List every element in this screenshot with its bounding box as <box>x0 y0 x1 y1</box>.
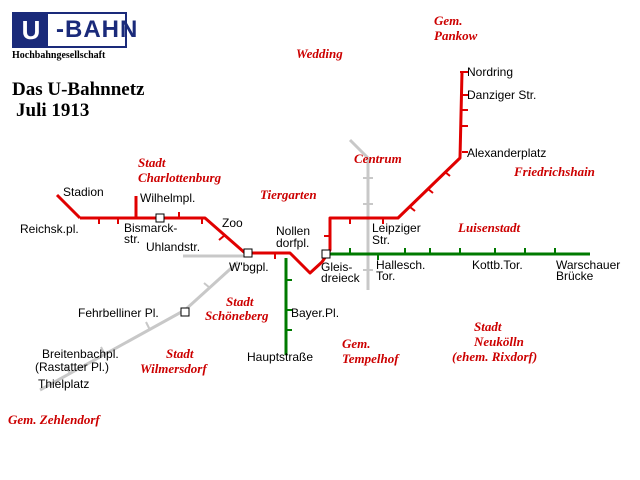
district-pankow-2: Pankow <box>434 28 478 43</box>
interchange-wittenbergpl <box>243 248 253 258</box>
district-wedding: Wedding <box>296 46 343 61</box>
district-tempelhof-1: Gem. <box>342 336 371 351</box>
station-fehrbelliner: Fehrbelliner Pl. <box>78 306 159 320</box>
station-zoo: Zoo <box>222 216 243 230</box>
station-uhlandstr: Uhlandstr. <box>146 240 201 254</box>
district-luisenstadt: Luisenstadt <box>458 220 521 235</box>
district-wilmersdorf-2: Wilmersdorf <box>140 361 207 376</box>
station-bismarckstr-1: Bismarck- <box>124 221 178 235</box>
logo-frame <box>12 12 127 48</box>
station-reichskpl: Reichsk.pl. <box>20 222 79 236</box>
district-tiergarten: Tiergarten <box>260 187 317 202</box>
logo-letter: U <box>14 14 48 46</box>
south-lines <box>284 252 590 355</box>
district-centrum: Centrum <box>354 151 402 166</box>
district-friedrichshain: Friedrichshain <box>514 164 595 179</box>
stadion-branch <box>55 193 82 220</box>
station-leipziger-2: Str. <box>372 233 391 247</box>
planned-ticks <box>65 177 373 375</box>
station-nollendorfpl-1: Nollen <box>276 224 311 238</box>
district-wilmersdorf-1: Stadt <box>166 346 194 361</box>
district-charlottenburg-2: Charlottenburg <box>138 170 222 185</box>
main-line <box>55 71 464 275</box>
station-hauptstrasse: Hauptstraße <box>247 350 314 364</box>
spur-planned <box>348 138 370 160</box>
map-date: Juli 1913 <box>16 100 90 121</box>
district-tempelhof-2: Tempelhof <box>342 351 399 366</box>
station-hallesch-2: Tor. <box>376 269 396 283</box>
district-charlottenburg-1: Stadt <box>138 155 166 170</box>
main-ticks <box>98 71 468 259</box>
station-nollendorfpl-2: dorfpl. <box>276 236 310 250</box>
station-warschauer-2: Brücke <box>556 269 594 283</box>
station-danziger: Danziger Str. <box>467 88 537 102</box>
interchange-wilhelmpl <box>155 213 165 223</box>
interchange-gleisdreieck <box>321 249 331 259</box>
logo-word: -BAHN <box>56 16 139 43</box>
station-stadion: Stadion <box>63 185 104 199</box>
interchange-fehrbelliner <box>180 307 190 317</box>
main-trunk <box>80 71 464 275</box>
station-gleisdreieck-1: Gleis- <box>321 260 353 274</box>
station-gleisdreieck-2: dreieck <box>321 271 360 285</box>
district-pankow-1: Gem. <box>434 13 463 28</box>
station-kottbtor: Kottb.Tor. <box>472 258 523 272</box>
station-hallesch-1: Hallesch. <box>376 258 426 272</box>
district-neukoelln-3: (ehem. Rixdorf) <box>452 349 538 364</box>
station-breitenbach-1: Breitenbachpl. <box>42 347 119 361</box>
station-bayerpl: Bayer.Pl. <box>291 306 340 320</box>
map-title: Das U-Bahnnetz <box>12 79 145 100</box>
station-thielplatz: Thielplatz <box>38 377 90 391</box>
district-schoeneberg-1: Stadt <box>226 294 254 309</box>
station-nordring: Nordring <box>467 65 514 79</box>
station-breitenbach-2: (Rastatter Pl.) <box>35 360 110 374</box>
station-alexanderplatz: Alexanderplatz <box>467 146 547 160</box>
station-leipziger-1: Leipziger <box>372 221 421 235</box>
station-bismarckstr-2: str. <box>124 232 141 246</box>
district-schoeneberg-2: Schöneberg <box>205 308 269 323</box>
district-neukoelln-1: Stadt <box>474 319 502 334</box>
interchanges <box>155 213 331 317</box>
station-wittenbergpl: W'bgpl. <box>229 260 269 274</box>
station-warschauer-1: Warschauer <box>556 258 621 272</box>
district-zehlendorf: Gem. Zehlendorf <box>8 412 100 427</box>
logo-company: Hochbahngesellschaft <box>12 50 106 61</box>
station-wilhelmpl: Wilhelmpl. <box>140 191 196 205</box>
green-ticks <box>286 248 556 331</box>
district-neukoelln-2: Neukölln <box>474 334 524 349</box>
